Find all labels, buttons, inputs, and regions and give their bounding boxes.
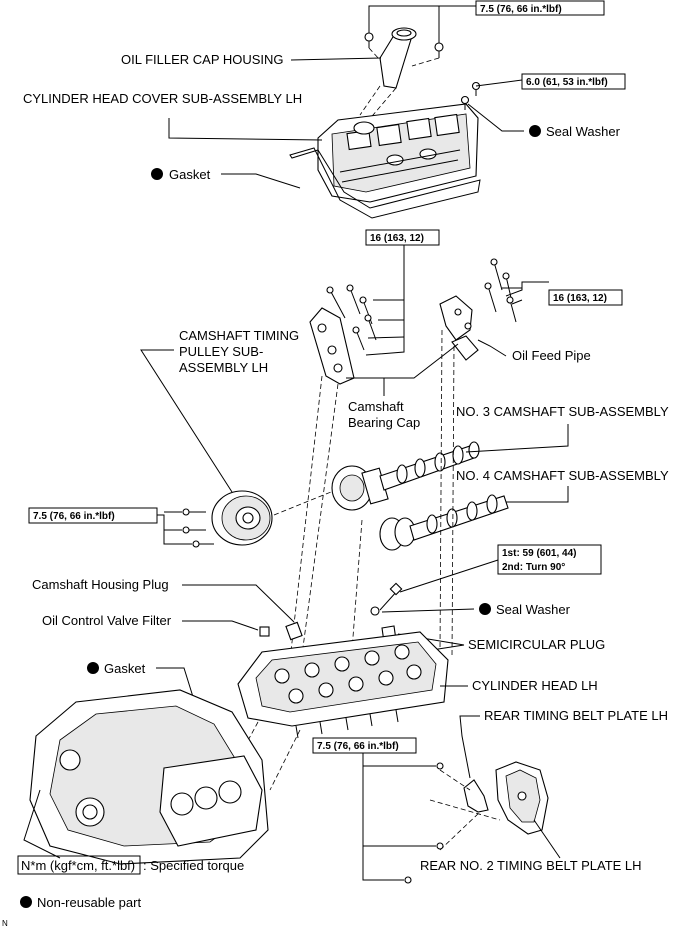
no3-camshaft-label: NO. 3 CAMSHAFT SUB-ASSEMBLY [456,404,669,419]
camshaft-bearing-cap-label-1: Camshaft [348,399,404,414]
no4-camshaft-leader [506,486,569,503]
torque-cover-leader [475,79,523,87]
torque-caps-right-box [548,289,623,306]
cylinder-head-part [237,631,449,739]
housing-plug-leader [182,584,295,623]
legend-torque-unit: N*m (kgf*cm, ft.*lbf) [21,858,135,873]
pulley-bolts [182,508,214,548]
right-bolt-group [484,258,517,323]
caps-left-leader-main [365,245,405,356]
legend-torque-box [17,855,141,875]
torque-top-leader [368,5,476,33]
no4-camshaft-part [379,494,509,551]
torque-plate-leader [362,753,404,881]
torque-caps-left-box [365,229,440,246]
legend-non-reusable-marker [20,896,32,908]
torque-head-box [497,544,602,575]
oil-control-valve-filter-label: Oil Control Valve Filter [42,613,172,628]
cylinder-head-label: CYLINDER HEAD LH [472,678,598,693]
seal-washer-top-leader [467,103,524,132]
plate-dash-lines [429,769,501,851]
torque-plate-box [312,737,417,754]
corner-mark: N [2,919,8,928]
camshaft-pulley-label-2: PULLEY SUB- [179,344,263,359]
semicircular-plug-label: SEMICIRCULAR PLUG [468,637,605,652]
camshaft-bearing-cap-label-2: Bearing Cap [348,415,420,430]
filler-dash-lines [368,47,440,67]
cylinder-head-cover-part [317,103,479,203]
no3-camshaft-leader [465,424,569,453]
legend-torque-desc: : Specified torque [143,858,244,873]
torque-caps-right-text: 16 (163, 12) [553,293,607,304]
cover-leader [168,118,323,141]
bearing-cap-leader [383,343,459,396]
rear-timing-belt-plate-part [463,779,489,813]
cylinder-head-cover-label: CYLINDER HEAD COVER SUB-ASSEMBLY LH [23,91,302,106]
oil-control-valve-filter-part [259,626,270,637]
rear-plate-leader [459,715,480,779]
torque-top-box [475,0,605,16]
torque-cover-text: 6.0 (61, 53 in.*lbf) [526,77,608,88]
gasket-top-label: Gasket [169,167,211,182]
rear-timing-belt-plate-label: REAR TIMING BELT PLATE LH [484,708,668,723]
gasket-top-leader [221,173,301,189]
no4-camshaft-label: NO. 4 CAMSHAFT SUB-ASSEMBLY [456,468,669,483]
torque-pulley-text: 7.5 (76, 66 in.*lbf) [33,511,115,522]
camshaft-housing-plug-part [285,621,303,641]
torque-cover-box [521,73,626,90]
oil-feed-pipe-label: Oil Feed Pipe [512,348,591,363]
seal-washer-top-label: Seal Washer [546,124,621,139]
torque-caps-left-text: 16 (163, 12) [370,233,424,244]
torque-head-text-1: 1st: 59 (601, 44) [502,548,577,559]
rear-no2-timing-belt-plate-part [495,761,549,835]
oil-filler-cap-housing-part [379,27,417,89]
right-bearing-cap [439,295,479,361]
legend-non-reusable-label: Non-reusable part [37,895,141,910]
left-bearing-cap [309,307,355,385]
gasket-bottom-marker [87,662,99,674]
no3-camshaft-part [331,441,480,511]
alignment-dash-lines [289,329,455,671]
caps-right-leader [505,281,549,297]
gasket-top-marker [151,168,163,180]
pulley-dash [273,489,337,516]
oil-feed-pipe-leader [477,339,507,357]
seal-washer-bottom-part [370,606,380,616]
camshaft-timing-pulley-part [211,490,273,546]
torque-top-text: 7.5 (76, 66 in.*lbf) [480,4,562,15]
camshaft-housing-plug-label: Camshaft Housing Plug [32,577,169,592]
seal-washer-bottom-marker [479,603,491,615]
torque-plate-text: 7.5 (76, 66 in.*lbf) [317,741,399,752]
engine-block-part [23,689,269,865]
seal-washer-bottom-label: Seal Washer [496,602,571,617]
left-bolt-group [326,284,377,351]
plate-bolts [404,762,444,884]
pulley-leader [140,349,233,493]
oil-filler-leader [290,57,382,61]
torque-head-leader [399,559,499,593]
caps-right-leader-b [511,299,523,305]
camshaft-pulley-label-1: CAMSHAFT TIMING [179,328,299,343]
seal-washer-top-marker [529,125,541,137]
rear-no2-timing-belt-plate-label: REAR NO. 2 TIMING BELT PLATE LH [420,858,642,873]
oil-filler-cap-housing-label: OIL FILLER CAP HOUSING [121,52,284,67]
torque-head-text-2: 2nd: Turn 90° [502,562,565,573]
caps-left-leader-c [367,336,405,339]
seal-washer-bottom-leader [381,608,475,613]
head-bolt [379,582,403,611]
gasket-bottom-label: Gasket [104,661,146,676]
oil-filter-leader [182,620,259,631]
camshaft-pulley-label-3: ASSEMBLY LH [179,360,268,375]
rear-no2-plate-leader [533,819,561,859]
gasket-top-part [289,147,481,219]
